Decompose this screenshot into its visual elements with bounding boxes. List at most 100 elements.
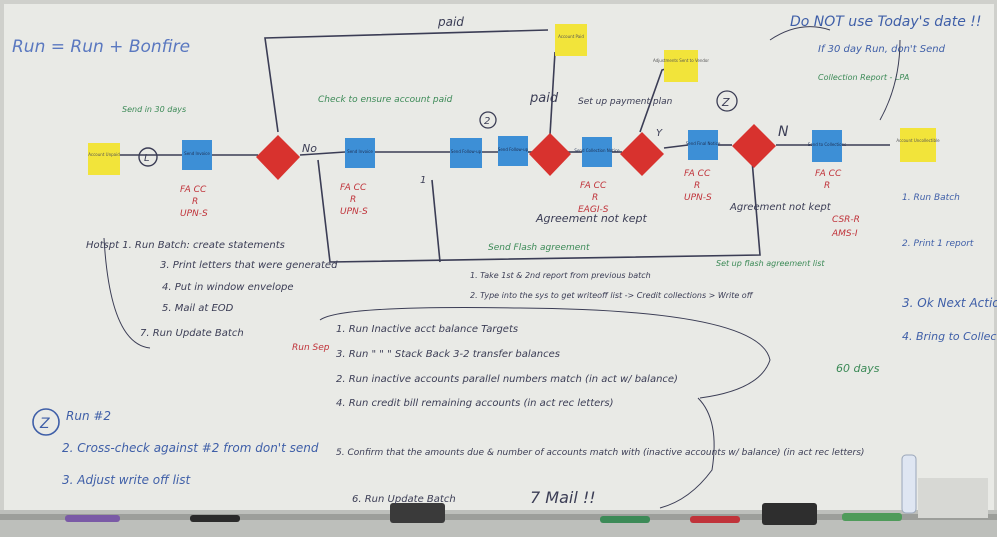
svg-text:FA CC: FA CC xyxy=(580,181,607,191)
svg-text:Account Paid: Account Paid xyxy=(558,34,584,39)
set-payment-label: Set up payment plan xyxy=(578,97,673,107)
steps-left-item: 7. Run Update Batch xyxy=(140,328,244,339)
top-right-note-2: If 30 day Run, don't Send xyxy=(818,44,946,55)
green-marker xyxy=(600,516,650,523)
process-box-6: Send Final Notice xyxy=(686,130,721,160)
zone-1-label: 1 xyxy=(420,175,426,186)
svg-text:Account Unpaid: Account Unpaid xyxy=(88,152,120,157)
code-group-2: FA CC R UPN-S xyxy=(340,183,368,217)
steps-right-item: 2. Print 1 report xyxy=(902,239,974,249)
svg-text:R: R xyxy=(592,193,598,203)
circle-marker-2-text: 2 xyxy=(484,116,490,127)
green-note-3: Send Flash agreement xyxy=(488,243,590,253)
steps-mid-item: 3. Run " " " Stack Back 3-2 transfer bal… xyxy=(336,349,560,360)
code-group-1: FA CC R UPN-S xyxy=(180,185,208,219)
cleaner-bottle xyxy=(901,454,917,514)
eraser-right xyxy=(762,503,817,525)
steps-mid-item: 4. Run credit bill remaining accounts (i… xyxy=(336,398,614,409)
eraser-left xyxy=(390,503,445,523)
process-box-5: Send Collection Notice xyxy=(574,137,620,167)
steps-mid-item: 2. Run inactive accounts parallel number… xyxy=(336,374,678,385)
steps-right-item: 3. Ok Next Action xyxy=(902,296,997,310)
steps-left-item: Hotspt 1. Run Batch: create statements xyxy=(86,240,285,251)
sticky-unpaid: Account Unpaid xyxy=(88,143,120,175)
red-marker xyxy=(690,516,740,523)
callout-curves xyxy=(103,26,901,509)
svg-text:Send Invoice: Send Invoice xyxy=(347,149,373,154)
svg-text:R: R xyxy=(192,197,198,207)
svg-text:Account Uncollectible: Account Uncollectible xyxy=(896,138,940,143)
agreement-label-1: Agreement not kept xyxy=(535,212,647,225)
circle-marker-2 xyxy=(479,111,497,129)
steps-left-item: 5. Mail at EOD xyxy=(162,303,234,314)
svg-text:R: R xyxy=(824,181,830,191)
green-note-6: 60 days xyxy=(836,362,880,375)
sticky-uncollectible: Account Uncollectible xyxy=(896,128,940,162)
svg-text:Send Final Notice: Send Final Notice xyxy=(686,141,721,146)
tray-lip xyxy=(0,514,997,520)
paid-label-top: paid xyxy=(437,15,464,29)
green-marker-2 xyxy=(842,513,902,521)
green-note-1: Send in 30 days xyxy=(122,105,186,114)
decision-diamond-4 xyxy=(732,124,776,168)
code-group-3: FA CC R EAGI-S xyxy=(578,181,609,215)
no-label-1: No xyxy=(302,142,317,155)
svg-text:Adjustments Sent to Vendor: Adjustments Sent to Vendor xyxy=(653,58,709,63)
steps-mid-list: 1. Run Inactive acct balance Targets 3. … xyxy=(336,324,864,507)
code-group-4: FA CC R UPN-S xyxy=(684,169,712,203)
svg-text:R: R xyxy=(350,195,356,205)
steps-left-item: 3. Print letters that were generated xyxy=(160,260,338,271)
svg-text:Send Follow-up: Send Follow-up xyxy=(498,147,529,152)
svg-text:Send Invoice: Send Invoice xyxy=(184,151,210,156)
green-note-5: Collection Report - LPA xyxy=(818,73,909,82)
svg-text:FA CC: FA CC xyxy=(684,169,711,179)
no-label-2: N xyxy=(778,124,789,140)
sticky-adjustments: Adjustments Sent to Vendor xyxy=(653,50,709,82)
circle-marker-l xyxy=(138,147,158,167)
decision-diamond-2 xyxy=(529,133,571,176)
steps-mid-item: 1. Run Inactive acct balance Targets xyxy=(336,324,518,335)
code-group-6: CSR-R AMS-I xyxy=(831,215,860,239)
svg-text:Send Follow-up: Send Follow-up xyxy=(451,149,482,154)
steps-left-list: Hotspt 1. Run Batch: create statements 3… xyxy=(86,240,338,339)
svg-text:UPN-S: UPN-S xyxy=(684,193,712,203)
green-note-2: Check to ensure account paid xyxy=(318,95,453,105)
svg-text:EAGI-S: EAGI-S xyxy=(578,205,609,215)
svg-text:R: R xyxy=(694,181,700,191)
steps-mid-item: 5. Confirm that the amounts due & number… xyxy=(336,448,864,458)
purple-marker xyxy=(65,515,120,522)
steps-right-list: 1. Run Batch 2. Print 1 report 3. Ok Nex… xyxy=(902,193,997,343)
svg-text:CSR-R: CSR-R xyxy=(832,215,860,225)
process-box-7: Send to Collections xyxy=(808,130,847,162)
svg-text:UPN-S: UPN-S xyxy=(180,209,208,219)
z-circle-text: Z xyxy=(39,416,50,432)
process-box-4: Send Follow-up xyxy=(498,136,529,166)
paid-label-mid: paid xyxy=(529,91,559,106)
steps-left-item: 4. Put in window envelope xyxy=(162,282,294,293)
svg-text:FA CC: FA CC xyxy=(180,185,207,195)
process-box-1: Send Invoice xyxy=(182,140,212,170)
steps-flow-item: 1. Take 1st & 2nd report from previous b… xyxy=(470,271,651,280)
decision-diamond-3 xyxy=(620,132,664,176)
sticky-paid: Account Paid xyxy=(555,24,587,56)
black-marker xyxy=(190,515,240,522)
process-box-2: Send Invoice xyxy=(345,138,375,168)
tray-corner xyxy=(918,478,988,518)
steps-flow-list: 1. Take 1st & 2nd report from previous b… xyxy=(470,271,754,300)
steps-mid-item: 7 Mail !! xyxy=(530,488,596,507)
decision-diamond-1 xyxy=(256,135,300,180)
adjust-label: 3. Adjust write off list xyxy=(62,473,192,487)
red-side-note: Run Sep xyxy=(292,343,330,353)
svg-text:UPN-S: UPN-S xyxy=(340,207,368,217)
process-box-3: Send Follow-up xyxy=(450,138,482,168)
code-group-5: FA CC R xyxy=(815,169,842,191)
top-right-note-1: Do NOT use Today's date !! xyxy=(790,14,982,30)
run-2-label: Run #2 xyxy=(66,409,111,423)
steps-mid-item: 6. Run Update Batch xyxy=(352,494,456,505)
circle-marker-z-text: Z xyxy=(721,96,730,109)
svg-text:Send to Collections: Send to Collections xyxy=(808,142,847,147)
steps-flow-item: 2. Type into the sys to get writeoff lis… xyxy=(470,291,754,300)
svg-text:AMS-I: AMS-I xyxy=(831,229,858,239)
svg-text:FA CC: FA CC xyxy=(815,169,842,179)
